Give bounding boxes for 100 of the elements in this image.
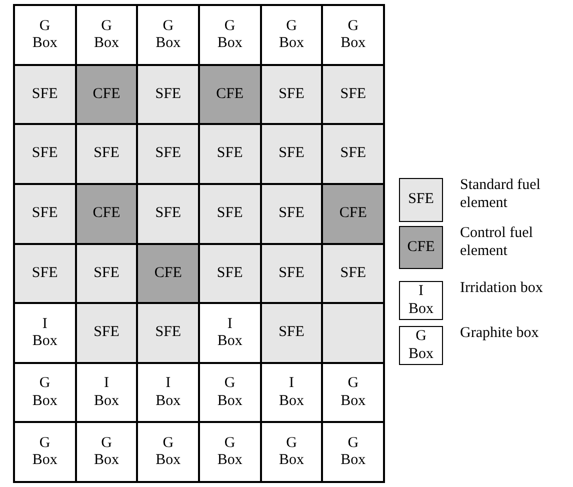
grid-cell (323, 244, 383, 302)
cell-label: SFE (155, 86, 182, 104)
grid-cell (200, 6, 260, 64)
grid-cell (262, 6, 322, 64)
grid-cell (323, 6, 383, 64)
grid-cell (200, 304, 260, 362)
grid-cell (76, 184, 136, 242)
legend-description: Standard fuel element (460, 176, 542, 212)
grid-cell (138, 304, 198, 362)
grid-cell (15, 364, 75, 422)
legend-description: Graphite box (460, 324, 540, 342)
cell-label: G Box (340, 375, 366, 410)
grid-cell (76, 364, 136, 422)
cell-label: SFE (32, 86, 58, 104)
grid-cell (15, 66, 75, 124)
cell-label: SFE (216, 145, 243, 163)
cell-label: SFE (155, 324, 182, 342)
grid-cell (323, 184, 383, 242)
grid-cell (138, 364, 198, 422)
grid-cell (15, 304, 75, 362)
grid-cell (76, 66, 136, 124)
grid-cell (138, 184, 198, 242)
cell-label: SFE (155, 205, 182, 222)
cell-label: SFE (278, 264, 304, 282)
cell-label: SFE (32, 145, 58, 163)
grid-cell (76, 423, 136, 481)
grid-cell (200, 364, 260, 422)
grid-cell (138, 125, 198, 183)
grid-cell (262, 304, 322, 362)
cell-label: G Box (278, 434, 304, 470)
cell-label: SFE (340, 145, 366, 163)
cell-label: SFE (216, 205, 243, 222)
legend-sample (399, 226, 443, 269)
cell-label: SFE (94, 145, 120, 163)
legend-description: Control fuel element (460, 224, 534, 260)
cell-label: CFE (339, 205, 367, 222)
cell-label: I Box (217, 316, 242, 350)
grid-cell (200, 125, 260, 183)
cell-label: I Box (156, 375, 181, 410)
grid-cell (323, 125, 383, 183)
grid-cell (15, 244, 75, 302)
grid-cell (76, 125, 136, 183)
cell-label: SFE (340, 264, 366, 282)
cell-label: SFE (32, 264, 58, 282)
grid-cell (15, 184, 75, 242)
cell-label: G Box (278, 18, 304, 52)
cell-label: G Box (340, 18, 366, 52)
grid-cell (262, 364, 322, 422)
cell-label: SFE (408, 191, 434, 209)
grid-cell (138, 244, 198, 302)
legend-sample (399, 326, 443, 365)
cell-label: G Box (156, 434, 181, 470)
cell-label: G Box (217, 434, 242, 470)
grid-cell (262, 423, 322, 481)
grid-cell (76, 304, 136, 362)
grid-cell (262, 184, 322, 242)
cell-label: G Box (408, 328, 434, 363)
grid-cell (138, 423, 198, 481)
cell-label: G Box (156, 18, 181, 52)
cell-label: G Box (32, 375, 58, 410)
cell-label: SFE (340, 86, 366, 104)
grid-cell (200, 66, 260, 124)
grid-cell (76, 6, 136, 64)
cell-label: I Box (94, 375, 119, 410)
grid-cell (138, 66, 198, 124)
grid-cell (323, 66, 383, 124)
cell-label: G Box (340, 434, 366, 470)
grid-cell (200, 184, 260, 242)
cell-label: SFE (155, 145, 182, 163)
legend-sample (399, 178, 443, 222)
grid-cell (15, 125, 75, 183)
cell-label: CFE (216, 86, 244, 104)
grid-cell (262, 244, 322, 302)
cell-label: SFE (278, 86, 304, 104)
grid-cell (262, 125, 322, 183)
cell-label: SFE (278, 324, 304, 342)
cell-label: CFE (154, 264, 182, 282)
cell-label: SFE (94, 264, 120, 282)
cell-label: G Box (217, 375, 242, 410)
cell-label: SFE (278, 205, 304, 222)
cell-label: I Box (32, 316, 58, 350)
cell-label: SFE (278, 145, 304, 163)
cell-label: I Box (278, 375, 304, 410)
cell-label: G Box (94, 434, 119, 470)
cell-label: G Box (94, 18, 119, 52)
legend-sample (399, 281, 443, 320)
cell-label: SFE (32, 205, 58, 222)
grid-cell (76, 244, 136, 302)
grid-cell (323, 364, 383, 422)
cell-label: CFE (407, 238, 435, 256)
cell-label: G Box (217, 18, 242, 52)
grid-cell (262, 66, 322, 124)
cell-label: CFE (92, 205, 120, 222)
grid-cell (200, 244, 260, 302)
grid-cell (15, 423, 75, 481)
grid-cell (200, 423, 260, 481)
cell-label: I Box (408, 283, 434, 318)
cell-label: G Box (32, 18, 58, 52)
cell-label: G Box (32, 434, 58, 470)
grid-cell (323, 423, 383, 481)
